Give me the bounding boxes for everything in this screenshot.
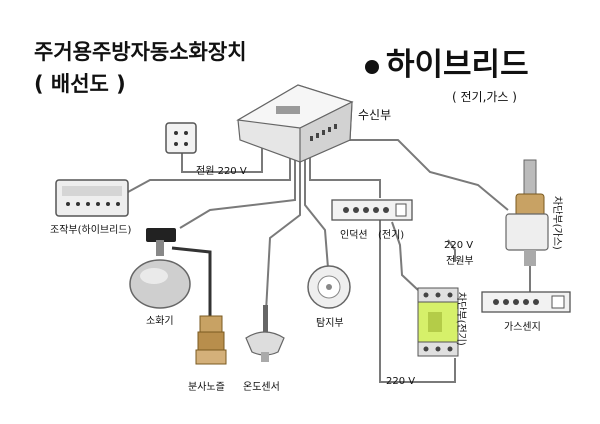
extinguisher-label: 소화기 [146, 316, 174, 327]
detector-label: 탐지부 [316, 318, 344, 329]
hybrid-types: ( 전기,가스 ) [452, 90, 517, 104]
sensor-strip-icon [481, 291, 571, 313]
wire-induction [309, 150, 381, 198]
temp-sensor-icon [245, 305, 285, 362]
hose [171, 246, 212, 318]
breaker-gas-label: 차단부(가스) [551, 196, 562, 250]
induction-type-label: (전기) [378, 230, 405, 241]
main-title: 주거용주방자동소화장치 [34, 40, 247, 64]
wire-din-top [391, 221, 419, 291]
nozzle-icon [195, 315, 227, 365]
bottom-power-label: 220 V [386, 376, 416, 387]
power-unit-voltage: 220 V [444, 240, 474, 251]
gas-sensor-label: 가스센지 [504, 322, 541, 333]
breaker-electric-label: 차단부(전기) [455, 292, 466, 346]
din-module-icon [417, 287, 459, 357]
bullet-icon [365, 60, 379, 74]
power-main-label: 전원 220 V [196, 166, 247, 177]
wire-detector [304, 152, 329, 269]
sensor-strip-icon [331, 199, 413, 221]
gas-valve-icon [505, 159, 549, 266]
induction-label: 인덕션 [340, 230, 368, 241]
control-panel-label: 조작부(하이브리드) [50, 225, 132, 236]
wire-gas-breaker [312, 139, 509, 211]
wire-control-panel [127, 152, 291, 193]
control-panel-icon [55, 179, 129, 217]
subtitle: ( 배선도 ) [34, 72, 126, 96]
wire-outlet [181, 138, 263, 173]
power-unit-label: 전원부 [446, 256, 474, 267]
temp-sensor-label: 온도센서 [243, 382, 280, 393]
receiver-box-icon [236, 84, 354, 163]
wire-bottom-power [379, 216, 456, 383]
extinguisher-icon [129, 228, 191, 309]
hybrid-title: 하이브리드 [386, 47, 529, 83]
wire-power-unit [447, 239, 456, 262]
spray-nozzle-label: 분사노즐 [188, 382, 225, 393]
wire-temp-sensor [264, 152, 301, 331]
outlet-icon [165, 122, 197, 154]
detector-icon [307, 265, 351, 309]
wire-extinguisher [179, 152, 296, 229]
receiver-label: 수신부 [358, 108, 392, 122]
